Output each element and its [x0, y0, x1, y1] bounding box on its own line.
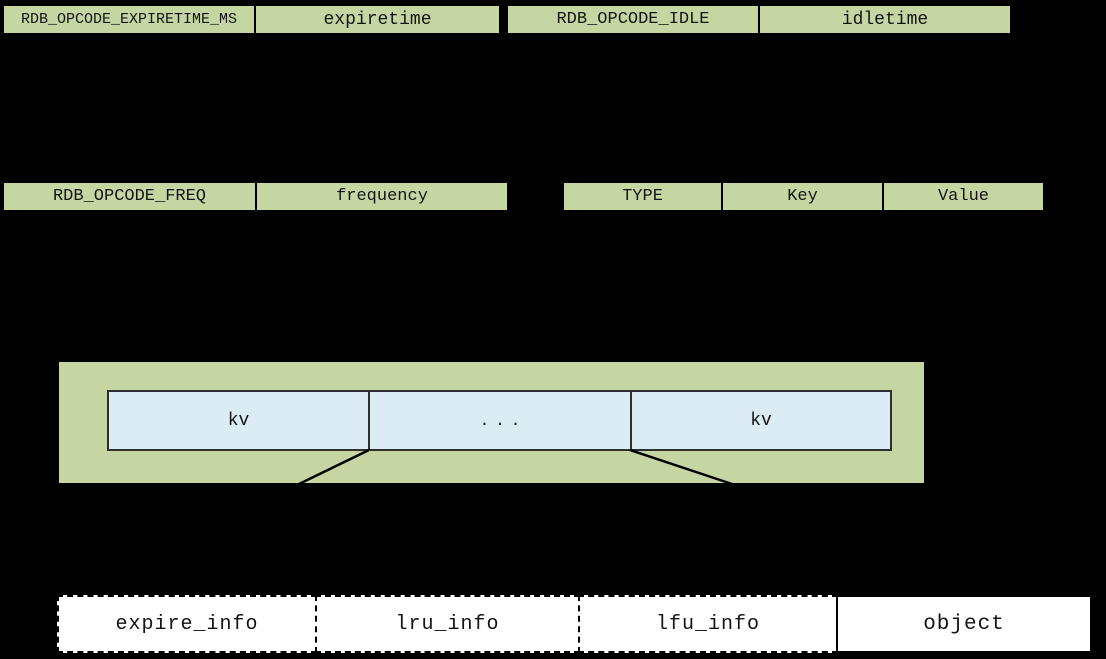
idletime-cell: idletime — [758, 4, 1012, 35]
kv-ellipsis-cell: ... — [368, 390, 632, 451]
lfu-info-cell: lfu_info — [578, 595, 838, 653]
opcode-idle-table: RDB_OPCODE_IDLE idletime — [506, 4, 1012, 35]
key-cell: Key — [721, 181, 884, 212]
frequency-cell: frequency — [255, 181, 509, 212]
kv-cell-first: kv — [107, 390, 370, 451]
expiretime-cell: expiretime — [254, 4, 501, 35]
opcode-expiretime-table: RDB_OPCODE_EXPIRETIME_MS expiretime — [2, 4, 501, 35]
kv-pairs-container: kv ... kv — [57, 360, 926, 485]
opcode-freq-table: RDB_OPCODE_FREQ frequency — [2, 181, 509, 212]
lru-info-cell: lru_info — [315, 595, 580, 653]
opcode-expiretime-ms-cell: RDB_OPCODE_EXPIRETIME_MS — [2, 4, 256, 35]
type-key-value-table: TYPE Key Value — [562, 181, 1045, 212]
object-cell: object — [836, 595, 1092, 653]
type-cell: TYPE — [562, 181, 723, 212]
kv-row: kv ... kv — [107, 390, 892, 451]
kv-cell-last: kv — [630, 390, 892, 451]
value-cell: Value — [882, 181, 1045, 212]
opcode-freq-cell: RDB_OPCODE_FREQ — [2, 181, 257, 212]
kv-detail-row: expire_info lru_info lfu_info object — [57, 595, 1092, 653]
expire-info-cell: expire_info — [57, 595, 317, 653]
opcode-idle-cell: RDB_OPCODE_IDLE — [506, 4, 760, 35]
